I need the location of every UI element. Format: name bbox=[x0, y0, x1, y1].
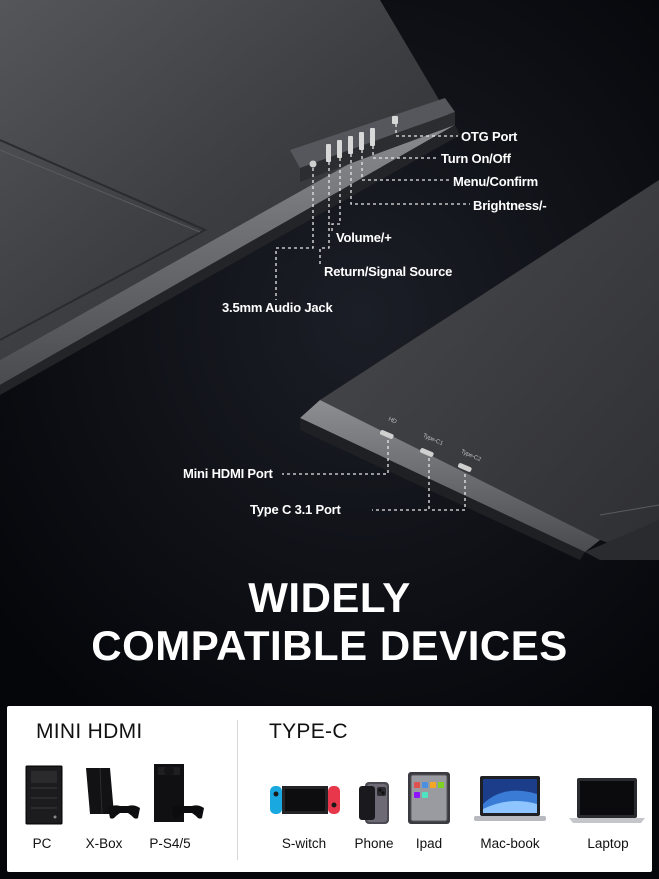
monitor-hero-illustration bbox=[0, 0, 659, 705]
label-mini-hdmi-port: Mini HDMI Port bbox=[183, 466, 273, 481]
game-console-icon bbox=[86, 767, 140, 819]
console-tower-icon bbox=[154, 764, 204, 822]
pc-tower-icon bbox=[25, 765, 63, 825]
upper-monitor bbox=[0, 0, 460, 395]
phone-icon bbox=[359, 782, 389, 824]
section-divider bbox=[237, 720, 238, 860]
device-name-phone: Phone bbox=[354, 836, 394, 851]
headline: WIDELY COMPATIBLE DEVICES bbox=[0, 574, 659, 670]
label-type-c-port: Type C 3.1 Port bbox=[250, 502, 341, 517]
laptop-icon bbox=[569, 778, 645, 823]
label-otg-port: OTG Port bbox=[461, 129, 518, 144]
lower-monitor bbox=[300, 180, 659, 560]
handheld-console-icon bbox=[270, 786, 340, 814]
leader-lines bbox=[275, 124, 470, 300]
label-brightness: Brightness/- bbox=[473, 198, 547, 213]
mini-hdmi-title: MINI HDMI bbox=[36, 720, 143, 743]
device-name-macbook: Mac-book bbox=[480, 836, 540, 851]
label-volume: Volume/+ bbox=[336, 230, 392, 245]
label-turn-on-off: Turn On/Off bbox=[441, 151, 511, 166]
compatibility-panel: MINI HDMI TYPE-C bbox=[7, 706, 652, 872]
label-audio-jack: 3.5mm Audio Jack bbox=[222, 300, 333, 315]
tablet-icon bbox=[408, 772, 450, 824]
device-name-switch: S-witch bbox=[281, 836, 327, 851]
port-leader-lines bbox=[282, 440, 466, 511]
headline-line-2: COMPATIBLE DEVICES bbox=[91, 622, 568, 669]
device-name-pc: PC bbox=[32, 836, 52, 851]
device-name-xbox: X-Box bbox=[85, 836, 123, 851]
label-menu-confirm: Menu/Confirm bbox=[453, 174, 538, 189]
lower-ports bbox=[380, 430, 472, 472]
macbook-icon bbox=[474, 776, 546, 821]
headline-line-1: WIDELY bbox=[248, 574, 411, 621]
device-name-ps: P-S4/5 bbox=[149, 836, 191, 851]
label-return-signal-source: Return/Signal Source bbox=[324, 264, 453, 279]
type-c-title: TYPE-C bbox=[269, 720, 348, 743]
side-buttons bbox=[309, 116, 398, 168]
device-name-ipad: Ipad bbox=[415, 836, 443, 851]
device-name-laptop: Laptop bbox=[587, 836, 629, 851]
